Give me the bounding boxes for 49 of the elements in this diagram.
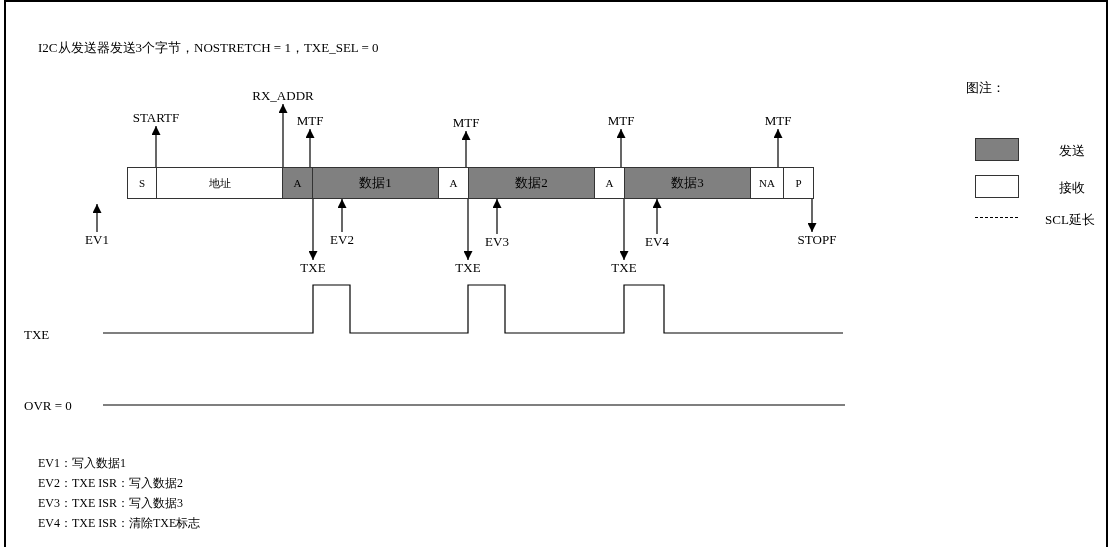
arrow — [807, 198, 817, 233]
arrow — [652, 198, 662, 235]
event-label: EV1 — [85, 232, 109, 248]
arrow — [463, 198, 473, 261]
arrow — [461, 130, 471, 168]
event-label: EV2 — [330, 232, 354, 248]
received-field: 地址 — [156, 167, 283, 199]
diagram-title: I2C从发送器发送3个字节，NOSTRETCH = 1，TXE_SEL = 0 — [38, 39, 379, 57]
received-field: A — [438, 167, 469, 199]
arrow — [151, 125, 161, 168]
arrow — [305, 128, 315, 168]
event-label: EV4 — [645, 234, 669, 250]
event-label: STARTF — [132, 110, 180, 126]
event-label: TXE — [611, 260, 637, 276]
arrow — [773, 128, 783, 168]
arrow — [619, 198, 629, 261]
event-label: STOPF — [797, 232, 837, 248]
received-field: P — [783, 167, 814, 199]
legend-text: SCL延长 — [1045, 211, 1095, 229]
arrow — [616, 128, 626, 168]
received-field: A — [594, 167, 625, 199]
event-label: TXE — [300, 260, 326, 276]
event-label: MTF — [296, 113, 324, 129]
sent-field: 数据2 — [468, 167, 595, 199]
event-label: MTF — [452, 115, 480, 131]
sent-field: 数据3 — [624, 167, 751, 199]
event-label: TXE — [455, 260, 481, 276]
event-label: EV3 — [485, 234, 509, 250]
arrow — [278, 103, 288, 168]
note-text: EV2：TXE ISR：写入数据2 — [38, 475, 183, 492]
legend-title: 图注： — [966, 79, 1005, 97]
signal-name: OVR = 0 — [24, 397, 72, 415]
legend-text: 发送 — [1059, 142, 1085, 160]
note-text: EV1：写入数据1 — [38, 455, 126, 472]
received-field: NA — [750, 167, 784, 199]
received-field: S — [127, 167, 157, 199]
event-label: MTF — [607, 113, 635, 129]
note-text: EV4：TXE ISR：清除TXE标志 — [38, 515, 201, 532]
event-label: MTF — [764, 113, 792, 129]
sent-field: 数据1 — [312, 167, 439, 199]
legend-text: 接收 — [1059, 179, 1085, 197]
arrow — [492, 198, 502, 235]
signal-name: TXE — [24, 326, 50, 344]
note-text: EV3：TXE ISR：写入数据3 — [38, 495, 183, 512]
sent-field: A — [282, 167, 313, 199]
arrow — [92, 203, 102, 233]
arrow — [308, 198, 318, 261]
arrow — [337, 198, 347, 233]
event-label: RX_ADDR — [252, 88, 314, 104]
